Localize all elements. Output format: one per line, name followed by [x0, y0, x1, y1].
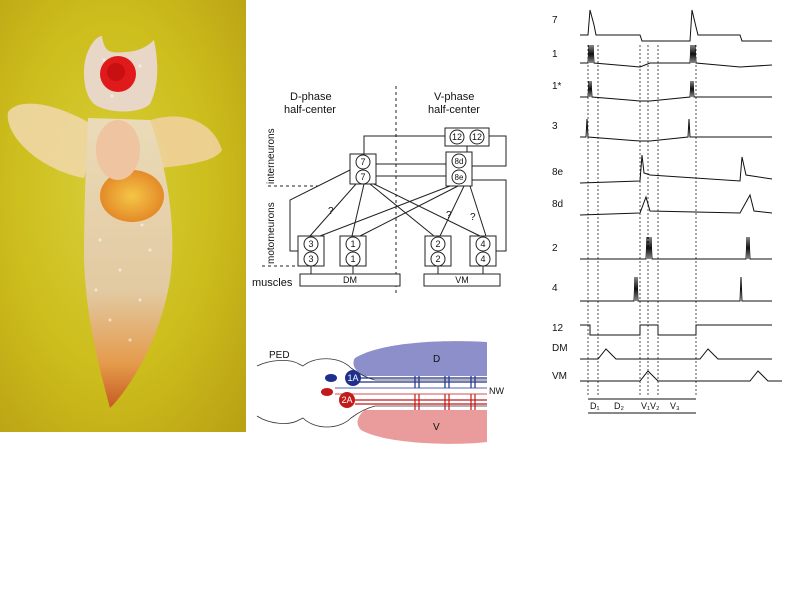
trace-label-1star: 1*: [552, 81, 562, 92]
neuron-8e-label: 8e: [455, 173, 464, 182]
interneurons-label: interneurons: [266, 128, 277, 184]
cpg-circuit-diagram: 12 12 7 7 8d 8e 3 3 1 1 2 2 4 4 DM VM D-…: [248, 80, 538, 302]
muscles-label: muscles: [252, 277, 293, 289]
clione-photo: [0, 0, 246, 432]
dorsal-label: D: [433, 354, 440, 365]
vm-muscle-label: VM: [455, 275, 469, 285]
trace-labels: 7 1 1* 3 8e 8d 2 4 12 DM VM: [552, 15, 568, 382]
phase-v2-label: V₂: [650, 401, 660, 411]
trace-label-8e: 8e: [552, 167, 564, 178]
neuron-2b-label: 2: [435, 254, 440, 264]
unknown-connection-2: ?: [446, 210, 452, 221]
ventral-label: V: [433, 422, 440, 433]
neural-recording-traces: 7 1 1* 3 8e 8d 2 4 12 DM VM D₁ D₂ V₁ V₂ …: [550, 5, 798, 415]
nw-label: NW: [489, 386, 504, 396]
d-phase-title-line1: D-phase: [290, 91, 332, 103]
neuron-7b-label: 7: [360, 172, 365, 182]
dm-muscle-label: DM: [343, 275, 357, 285]
neuron-12a-label: 12: [452, 132, 462, 142]
phase-v3-label: V₃: [670, 401, 680, 411]
phase-d2-label: D₂: [614, 401, 624, 411]
trace-label-4: 4: [552, 283, 558, 294]
trace-label-12: 12: [552, 323, 564, 334]
dorsal-muscle: [353, 341, 487, 376]
trace-label-8d: 8d: [552, 199, 563, 210]
phase-d1-label: D₁: [590, 401, 600, 411]
v-phase-title-line1: V-phase: [434, 91, 474, 103]
pedal-ganglion-schematic: 1A 2A PED D NW V: [255, 338, 511, 448]
trace-label-vm: VM: [552, 371, 567, 382]
neuron-4b-label: 4: [480, 254, 485, 264]
unknown-connection-1: ?: [328, 206, 334, 217]
trace-label-dm: DM: [552, 343, 568, 354]
trace-label-7: 7: [552, 15, 558, 26]
neuron-8d-label: 8d: [455, 157, 464, 166]
neuron-2a-label: 2A: [341, 395, 352, 405]
phase-v1-label: V₁: [641, 401, 650, 411]
neuron-1b-label: 1: [350, 254, 355, 264]
neuron-3a-label: 3: [308, 239, 313, 249]
neuron-3b-label: 3: [308, 254, 313, 264]
v-phase-title-line2: half-center: [428, 104, 480, 116]
trace-label-3: 3: [552, 121, 558, 132]
motorneurons-label: motorneurons: [266, 202, 277, 264]
trace-label-2: 2: [552, 243, 558, 254]
ped-label: PED: [269, 350, 290, 361]
ventral-muscle: [358, 410, 487, 444]
neuron-1a-label: 1: [350, 239, 355, 249]
d-phase-title-line2: half-center: [284, 104, 336, 116]
neuron-4a-label: 4: [480, 239, 485, 249]
neuron-1a-label: 1A: [347, 373, 358, 383]
neuron-2a-label: 2: [435, 239, 440, 249]
neuron-12b-label: 12: [472, 132, 482, 142]
trace-label-1: 1: [552, 49, 558, 60]
unknown-connection-3: ?: [470, 212, 476, 223]
neuron-7a-label: 7: [360, 157, 365, 167]
